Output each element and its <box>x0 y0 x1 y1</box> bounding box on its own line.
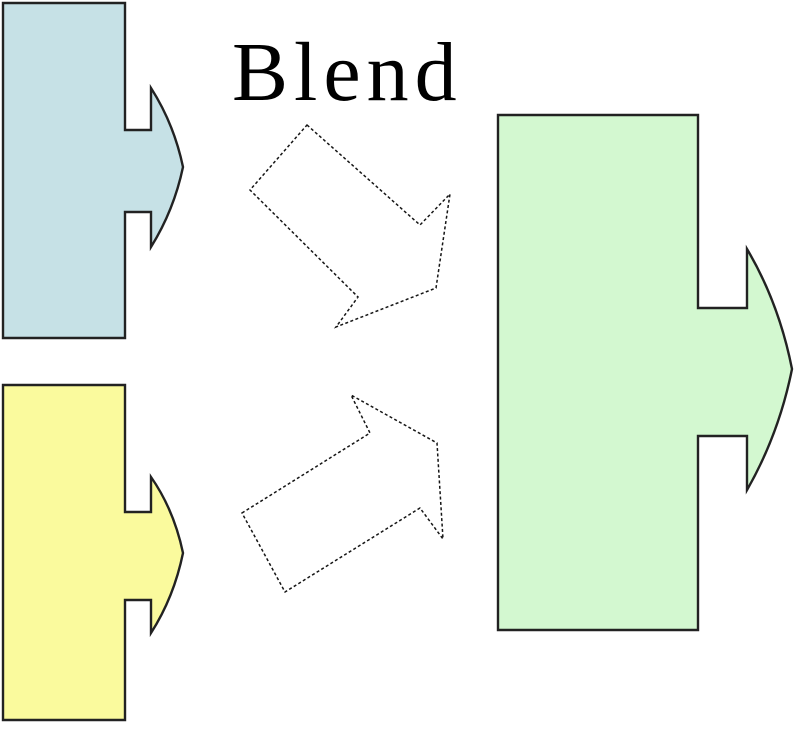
blend-flow-arrow-bottom <box>241 393 444 594</box>
result-block-green <box>496 113 794 632</box>
blend-title: Blend <box>232 26 463 119</box>
source-block-blue <box>1 1 185 340</box>
source-block-yellow <box>1 383 185 722</box>
blend-flow-arrow-top <box>248 123 452 329</box>
